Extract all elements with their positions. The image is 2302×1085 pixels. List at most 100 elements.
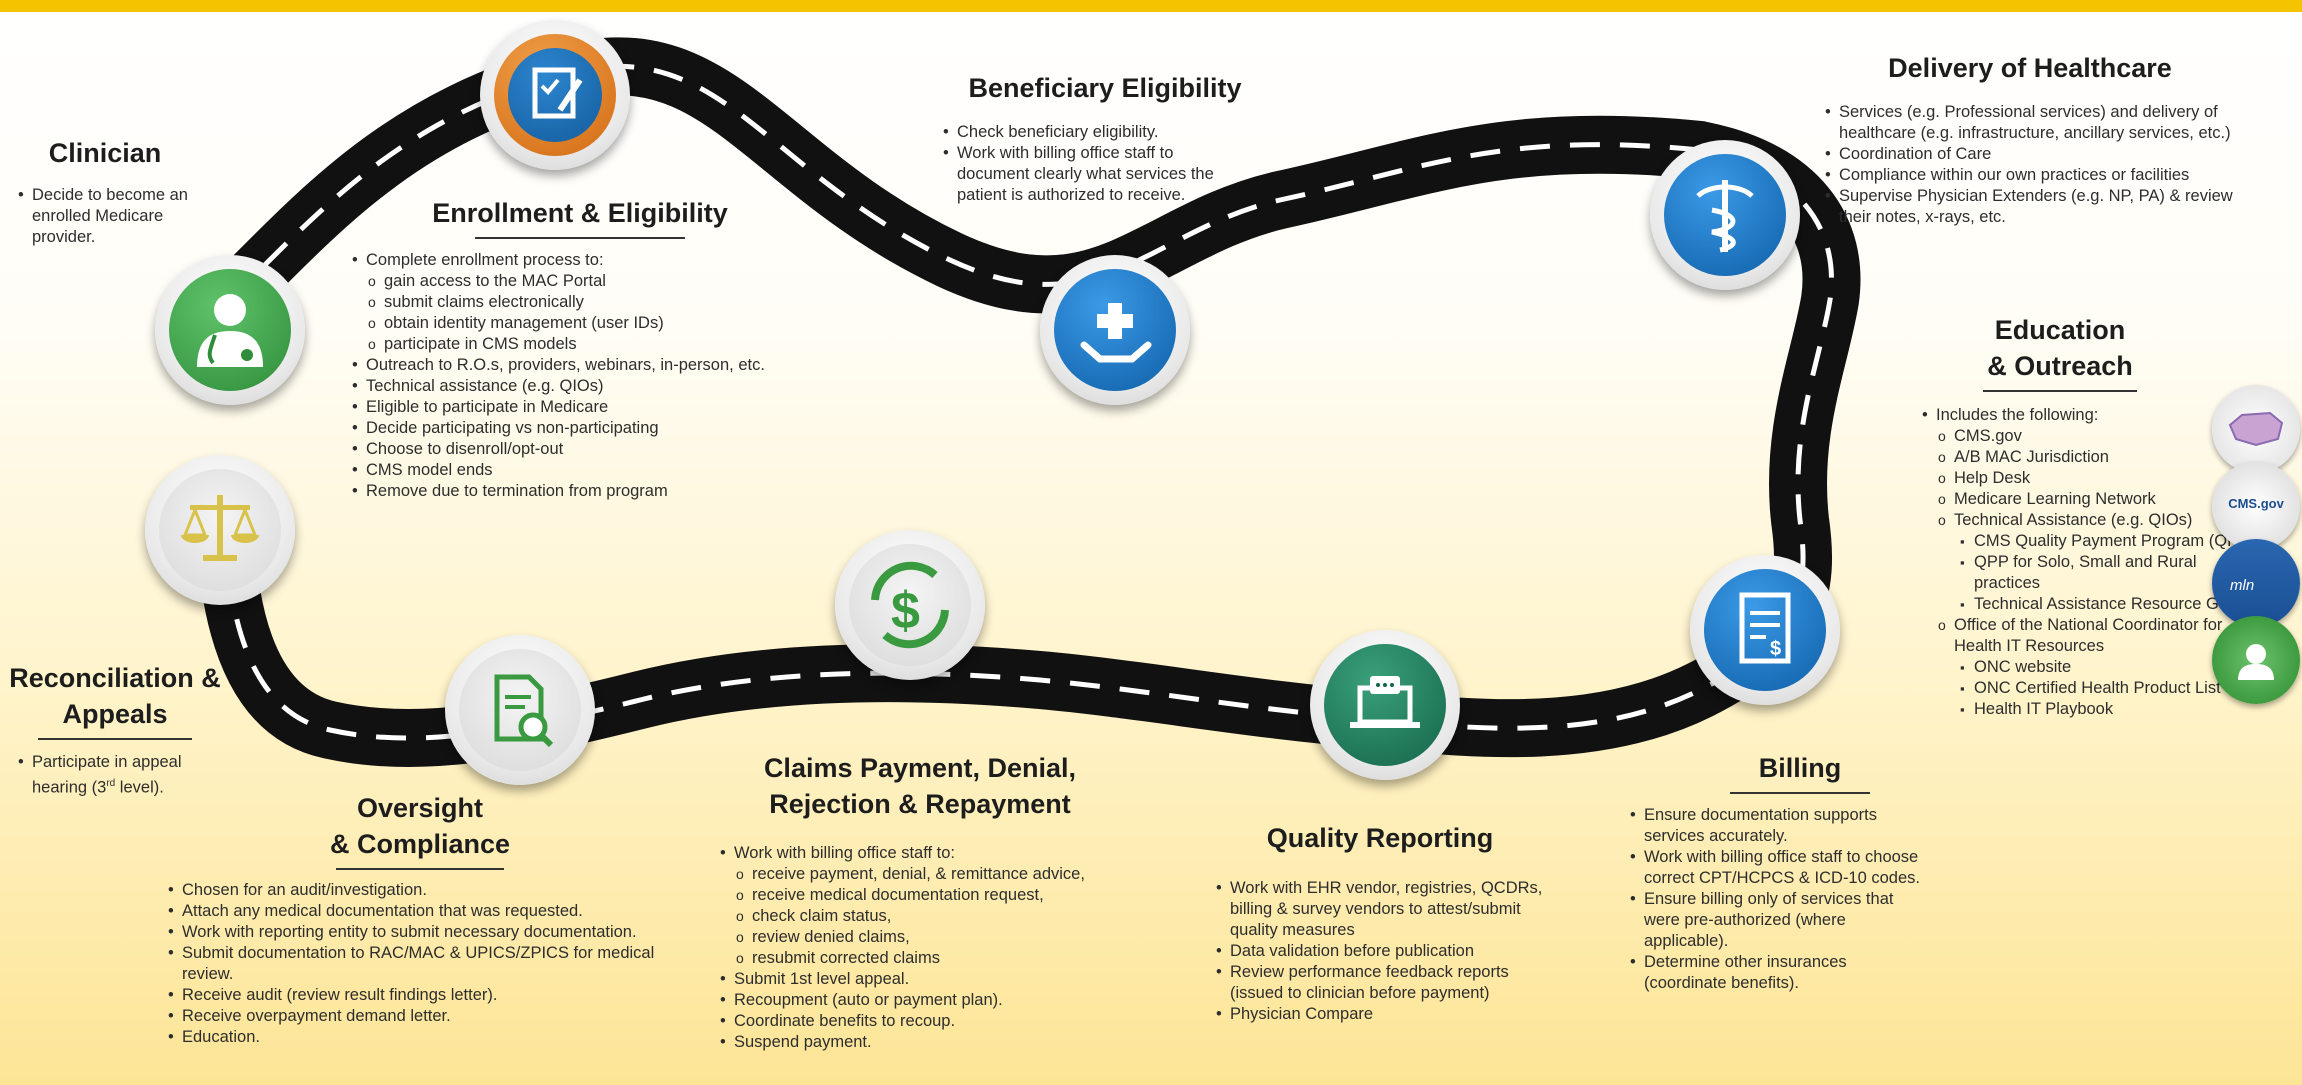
list-item: Coordinate benefits to recoup. xyxy=(720,1011,1130,1032)
beneficiary-node xyxy=(1040,255,1190,405)
list-item: Recoupment (auto or payment plan). xyxy=(720,990,1130,1011)
list-item: Receive audit (review result findings le… xyxy=(168,985,668,1006)
list-item: Technical assistance (e.g. QIOs) xyxy=(352,376,822,397)
invoice-icon: $ xyxy=(1739,592,1791,664)
delivery-desc: Services (e.g. Professional services) an… xyxy=(1825,102,2255,228)
list-item: CMS Quality Payment Program (QPP) xyxy=(1922,531,2262,552)
doctor-icon xyxy=(197,294,263,367)
list-item: Technical Assistance Resource Guide xyxy=(1922,594,2262,615)
list-item: A/B MAC Jurisdiction xyxy=(1922,447,2262,468)
list-item: Work with billing office staff to: xyxy=(720,843,1130,864)
list-item: CMS.gov xyxy=(1922,426,2262,447)
list-item: obtain identity management (user IDs) xyxy=(352,313,822,334)
oversight-desc: Chosen for an audit/investigation.Attach… xyxy=(168,880,668,1048)
list-item: Submit 1st level appeal. xyxy=(720,969,1130,990)
cms-logo[interactable]: CMS.gov xyxy=(2212,462,2300,550)
billing-node: $ xyxy=(1690,555,1840,705)
list-item: Complete enrollment process to: xyxy=(352,250,822,271)
svg-text:$: $ xyxy=(1770,638,1781,660)
list-item: Data validation before publication xyxy=(1216,941,1546,962)
list-item: participate in CMS models xyxy=(352,334,822,355)
us-map-icon xyxy=(2228,411,2284,447)
delivery-node xyxy=(1650,140,1800,290)
list-item: resubmit corrected claims xyxy=(720,948,1130,969)
svg-text:$: $ xyxy=(891,582,920,640)
help-desk-logo[interactable] xyxy=(2212,616,2300,704)
reconciliation-title: Reconciliation &Appeals xyxy=(5,660,225,740)
list-item: Physician Compare xyxy=(1216,1004,1546,1025)
list-item: gain access to the MAC Portal xyxy=(352,271,822,292)
enrollment-node xyxy=(480,20,630,170)
list-item: Chosen for an audit/investigation. xyxy=(168,880,668,901)
list-item: ONC Certified Health Product List xyxy=(1922,678,2262,699)
help-desk-icon xyxy=(2238,644,2274,680)
education-desc: Includes the following:CMS.govA/B MAC Ju… xyxy=(1922,405,2262,720)
list-item: Includes the following: xyxy=(1922,405,2262,426)
list-item: Work with billing office staff to choose… xyxy=(1630,847,1930,889)
mln-logo-text: mln xyxy=(2230,577,2255,594)
reconciliation-desc: Participate in appeal hearing (3rd level… xyxy=(18,752,218,799)
top-banner xyxy=(0,0,2302,12)
list-item: receive payment, denial, & remittance ad… xyxy=(720,864,1130,885)
list-item: Participate in appeal hearing (3rd level… xyxy=(18,752,218,799)
caduceus-icon xyxy=(1696,180,1754,253)
list-item: Determine other insurances (coordinate b… xyxy=(1630,952,1930,994)
list-item: Coordination of Care xyxy=(1825,144,2255,165)
cms-logo-text: CMS.gov xyxy=(2228,496,2284,511)
list-item: CMS model ends xyxy=(352,460,822,481)
quality-node xyxy=(1310,630,1460,780)
list-item: Submit documentation to RAC/MAC & UPICS/… xyxy=(168,943,668,985)
list-item: Work with reporting entity to submit nec… xyxy=(168,922,668,943)
list-item: Ensure billing only of services that wer… xyxy=(1630,889,1930,952)
list-item: review denied claims, xyxy=(720,927,1130,948)
claims-desc: Work with billing office staff to:receiv… xyxy=(720,843,1130,1053)
clinician-desc: Decide to become an enrolled Medicare pr… xyxy=(18,185,198,248)
map-logo[interactable] xyxy=(2212,385,2300,473)
scales-icon xyxy=(181,495,259,561)
list-item: Attach any medical documentation that wa… xyxy=(168,901,668,922)
list-item: Check beneficiary eligibility. xyxy=(943,122,1243,143)
document-search-icon xyxy=(494,674,554,748)
list-item: Review performance feedback reports (iss… xyxy=(1216,962,1546,1004)
hand-plus-icon xyxy=(1080,303,1152,363)
list-item: Decide to become an enrolled Medicare pr… xyxy=(18,185,198,248)
checklist-icon xyxy=(532,67,583,119)
list-item: Work with billing office staff to docume… xyxy=(943,143,1243,206)
list-item: QPP for Solo, Small and Rural practices xyxy=(1922,552,2262,594)
list-item: Eligible to participate in Medicare xyxy=(352,397,822,418)
list-item: ONC website xyxy=(1922,657,2262,678)
billing-title: Billing xyxy=(1700,750,1900,794)
quality-title: Quality Reporting xyxy=(1266,823,1494,853)
clinician-title: Clinician xyxy=(48,138,162,168)
list-item: Medicare Learning Network xyxy=(1922,489,2262,510)
beneficiary-title: Beneficiary Eligibility xyxy=(968,73,1242,103)
list-item: Receive overpayment demand letter. xyxy=(168,1006,668,1027)
clinician-node xyxy=(155,255,305,405)
list-item: Suspend payment. xyxy=(720,1032,1130,1053)
list-item: Technical Assistance (e.g. QIOs) xyxy=(1922,510,2262,531)
delivery-title: Delivery of Healthcare xyxy=(1888,53,2172,83)
beneficiary-desc: Check beneficiary eligibility.Work with … xyxy=(943,122,1243,206)
oversight-title: Oversight& Compliance xyxy=(300,790,540,870)
dollar-cycle-icon: $ xyxy=(871,561,949,649)
list-item: Choose to disenroll/opt-out xyxy=(352,439,822,460)
oversight-node xyxy=(445,635,595,785)
list-item: receive medical documentation request, xyxy=(720,885,1130,906)
list-item: Work with EHR vendor, registries, QCDRs,… xyxy=(1216,878,1546,941)
enrollment-desc: Complete enrollment process to:gain acce… xyxy=(352,250,822,502)
mln-logo[interactable]: mln xyxy=(2212,539,2300,627)
list-item: Education. xyxy=(168,1027,668,1048)
list-item: Outreach to R.O.s, providers, webinars, … xyxy=(352,355,822,376)
claims-title: Claims Payment, Denial,Rejection & Repay… xyxy=(763,753,1077,819)
list-item: check claim status, xyxy=(720,906,1130,927)
reconciliation-node xyxy=(145,455,295,605)
billing-desc: Ensure documentation supports services a… xyxy=(1630,805,1930,994)
education-title: Education& Outreach xyxy=(1950,312,2170,392)
list-item: Compliance within our own practices or f… xyxy=(1825,165,2255,186)
enrollment-title: Enrollment & Eligibility xyxy=(430,195,730,239)
list-item: submit claims electronically xyxy=(352,292,822,313)
list-item: Services (e.g. Professional services) an… xyxy=(1825,102,2255,144)
list-item: Office of the National Coordinator for H… xyxy=(1922,615,2262,657)
quality-desc: Work with EHR vendor, registries, QCDRs,… xyxy=(1216,878,1546,1025)
